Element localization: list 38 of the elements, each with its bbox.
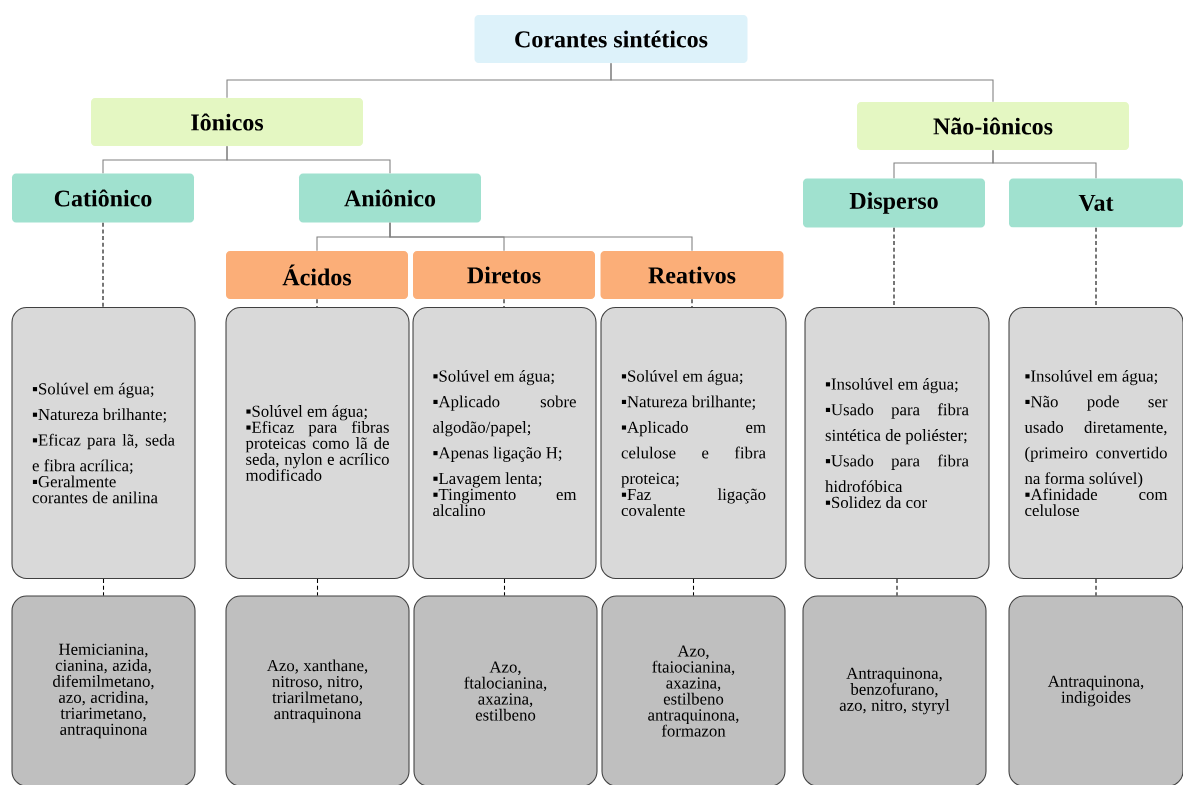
example-box: Azo, xanthane, nitroso, nitro, triarilmetano, antraquinona [225, 595, 410, 785]
connector-line [226, 145, 391, 174]
dashed-connector [1095, 578, 1097, 596]
connector-line [992, 149, 1097, 179]
dashed-connector [503, 298, 505, 308]
dashed-connector [1095, 227, 1097, 308]
category-box: Aniônico [299, 173, 481, 223]
property-box: ▪Solúvel em água; ▪Aplicado sobre algodão/papel; ▪Apenas ligação H; ▪Lavagem lenta; ▪Tingimento em alcalino [412, 306, 597, 580]
dashed-connector [503, 578, 506, 596]
category-box: Diretos [413, 251, 595, 299]
dashed-connector [691, 298, 693, 308]
example-box: Hemicianina, cianina, azida, difemilmetano, azo, acridina, triarimetano, antraquinona [11, 595, 196, 785]
category-box: Ácidos [226, 251, 408, 299]
dashed-connector [692, 578, 695, 596]
category-box: Catiônico [12, 173, 194, 223]
property-box: ▪Solúvel em água; ▪Eficaz para fibras proteicas como lã de seda, nylon e acrílico modificado [225, 306, 410, 580]
connector-line [389, 222, 693, 252]
category-box: Não-iônicos [857, 102, 1129, 150]
dashed-connector [316, 298, 318, 308]
dashed-connector [896, 578, 898, 596]
property-box: ▪Solúvel em água; ▪Natureza brilhante; ▪Aplicado em celulose e fibra proteica; ▪Faz ligação covalente [600, 306, 787, 580]
dashed-connector [102, 222, 104, 308]
property-box: ▪Insolúvel em água; ▪Não pode ser usado diretamente, (primeiro convertido na forma solúvel) ▪Afinidade com celulose [1008, 306, 1183, 580]
category-box: Reativos [600, 251, 784, 299]
category-box: Iônicos [91, 98, 363, 146]
example-box: Azo, ftalocianina, axazina, estilbeno [413, 595, 598, 785]
example-box: Antraquinona, indigoides [1008, 595, 1183, 785]
property-box: ▪Solúvel em água; ▪Natureza brilhante; ▪Eficaz para lã, seda e fibra acrílica; ▪Geralmente corantes de anilina [11, 306, 196, 580]
category-box: Disperso [803, 178, 985, 228]
example-box: Azo, ftaiocianina, axazina, estilbeno antraquinona, formazon [601, 595, 786, 785]
dashed-connector [893, 227, 895, 308]
example-box: Antraquinona, benzofurano, azo, nitro, styryl [802, 595, 987, 785]
category-box: Vat [1009, 178, 1183, 228]
connector-line [610, 62, 994, 103]
dashed-connector [102, 578, 105, 596]
dashed-connector [316, 578, 319, 596]
property-box: ▪Insolúvel em água; ▪Usado para fibra sintética de poliéster; ▪Usado para fibra hidrofóbica ▪Solidez da cor [804, 306, 990, 580]
header-box: Corantes sintéticos [474, 15, 748, 63]
